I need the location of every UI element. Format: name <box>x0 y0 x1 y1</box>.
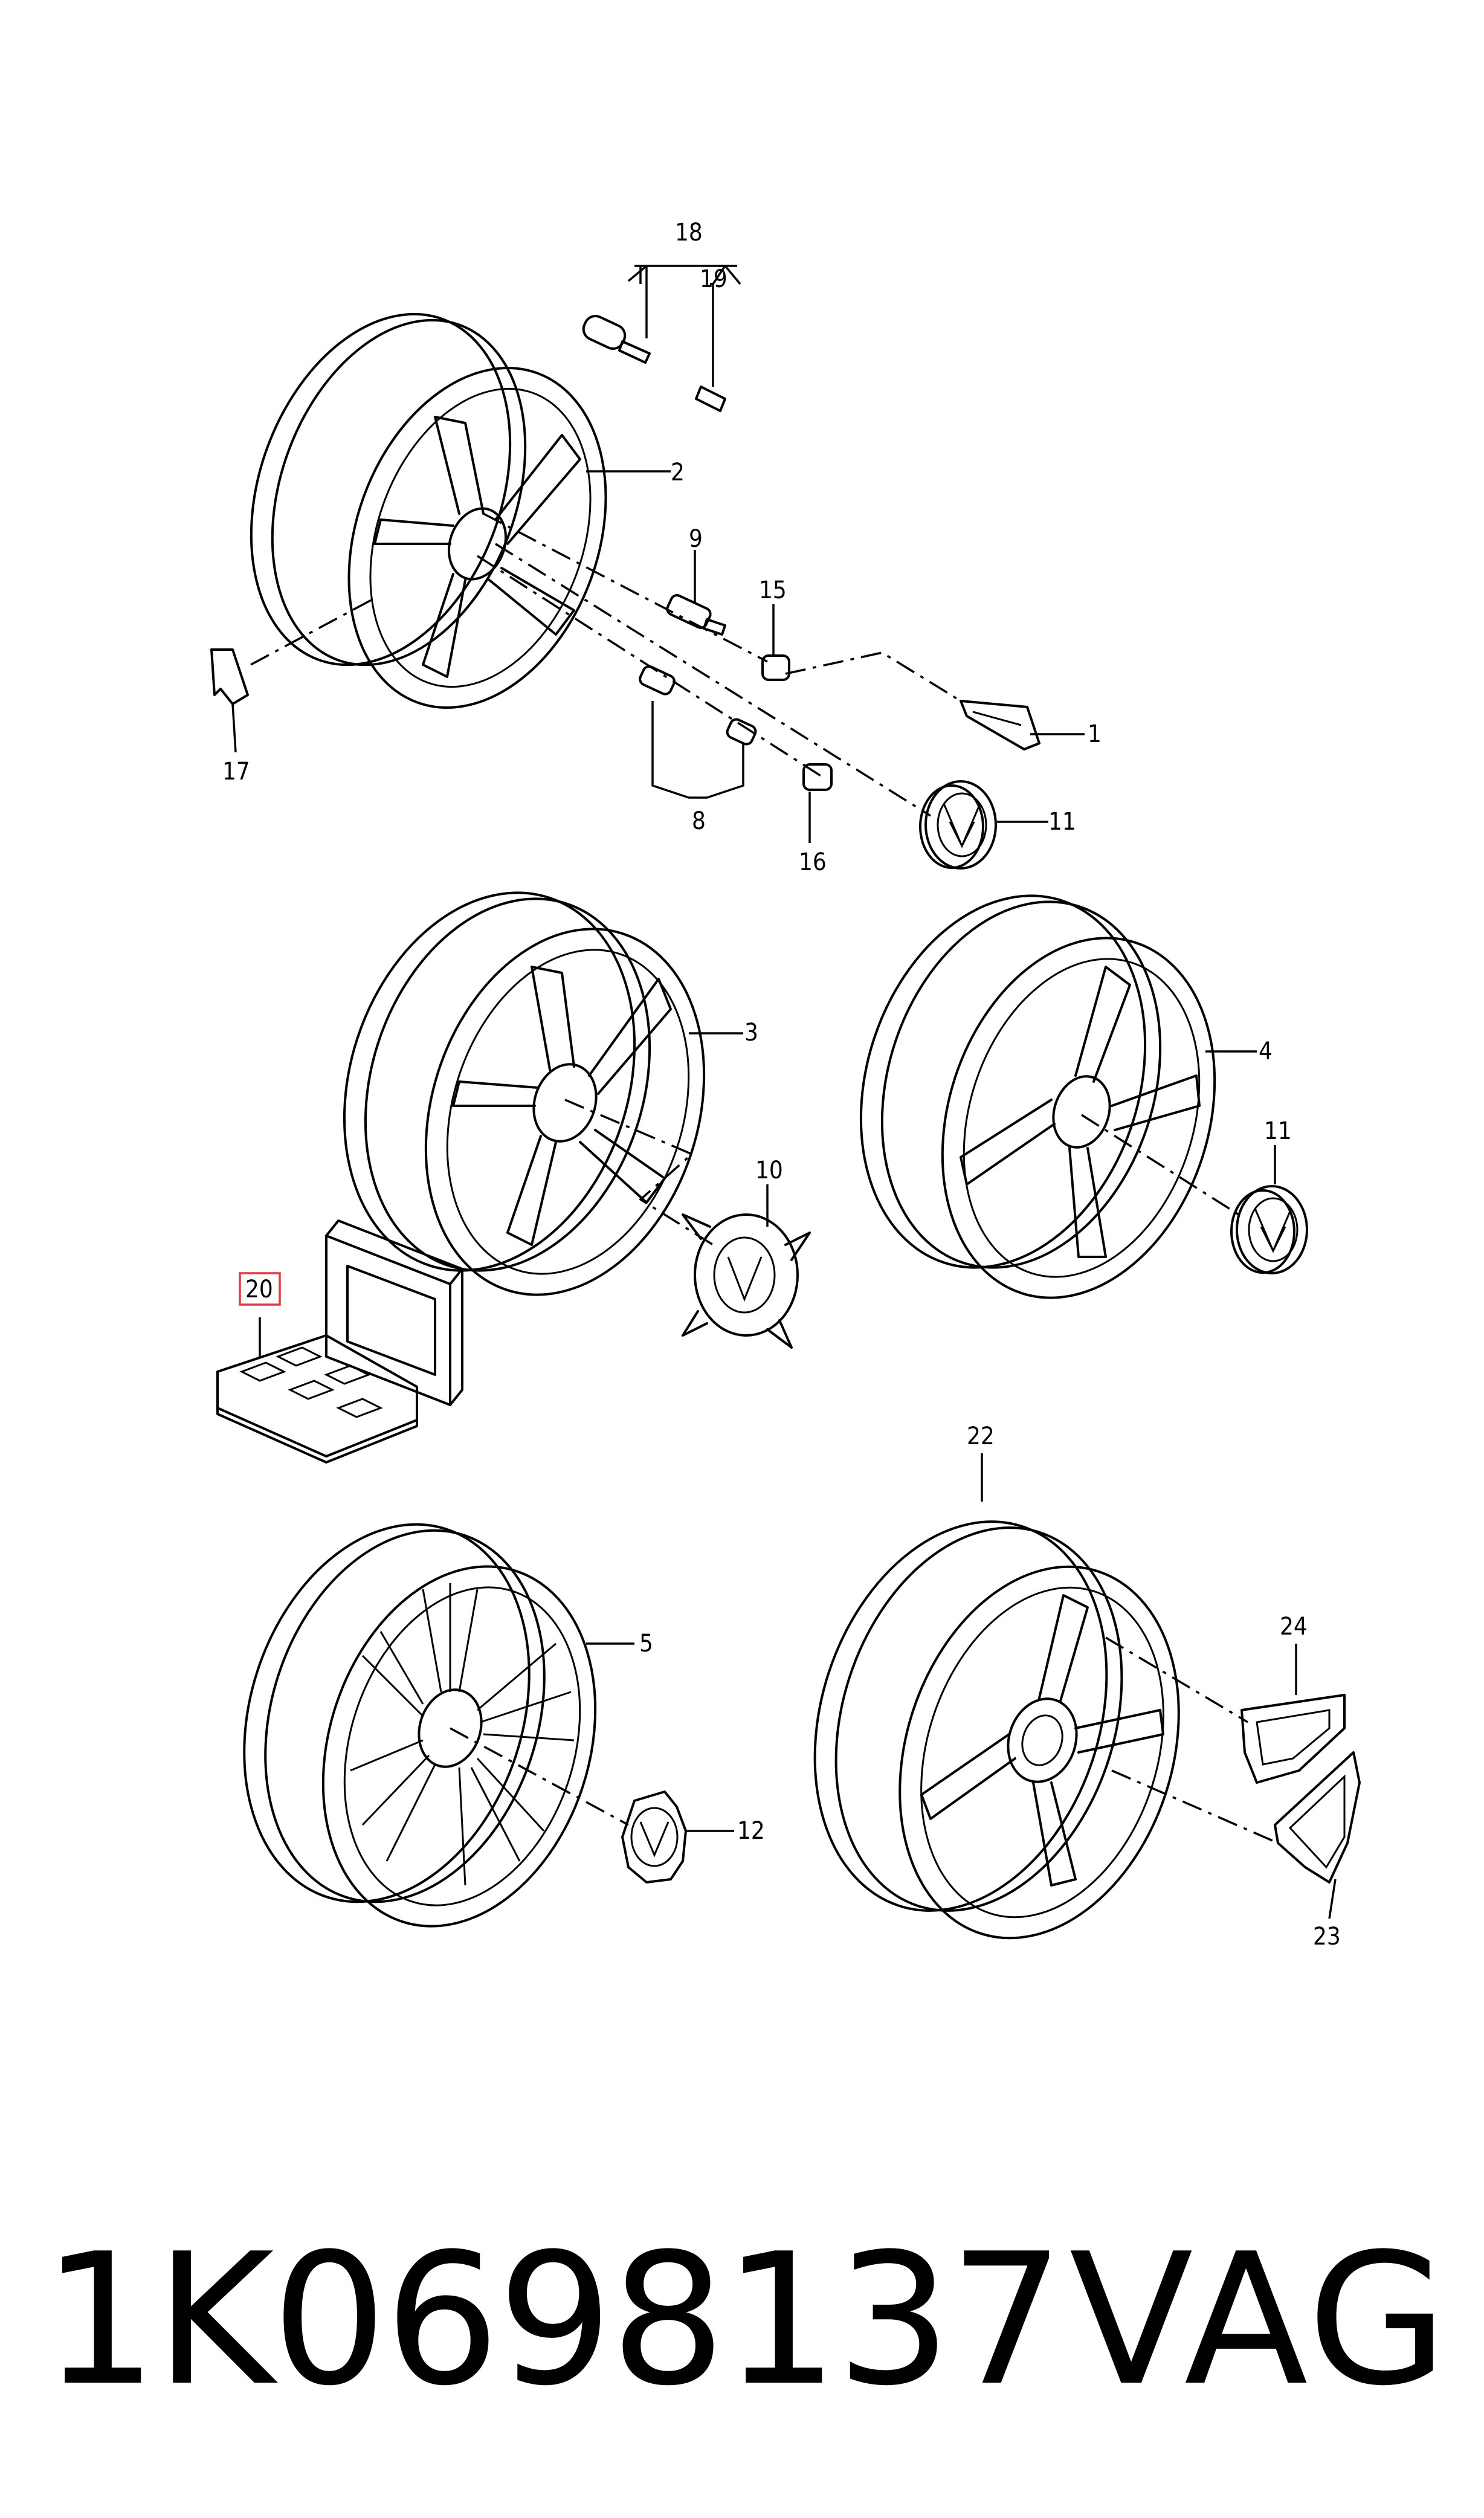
balance-weight-17 <box>210 648 249 705</box>
tool-case-20 <box>216 1219 463 1464</box>
callout-11b: 11 <box>1264 1117 1292 1145</box>
steel-wheel-22 <box>813 1520 1180 1940</box>
brand-label: VAG <box>1069 2215 1450 2426</box>
callout-3: 3 <box>744 1019 758 1047</box>
bolt-cover-24 <box>1240 1694 1346 1784</box>
bolt-cover-23 <box>1274 1751 1361 1884</box>
valve-cap-19 <box>695 386 726 412</box>
callout-16: 16 <box>799 848 827 876</box>
callout-17: 17 <box>222 758 250 786</box>
callout-1: 1 <box>1088 720 1102 748</box>
alloy-wheel-5 <box>243 1523 597 1928</box>
callout-4: 4 <box>1259 1038 1273 1065</box>
alloy-wheel-2 <box>250 312 607 709</box>
callout-20-box <box>239 1272 281 1306</box>
part-number: 1K0698137 <box>42 2215 1065 2426</box>
removal-tool-1 <box>960 700 1040 751</box>
alloy-wheel-3 <box>343 891 706 1296</box>
wheel-bolt-9 <box>666 594 726 636</box>
callout-10: 10 <box>755 1157 783 1184</box>
callout-19: 19 <box>700 265 727 293</box>
callout-18: 18 <box>675 219 703 247</box>
callout-20: 20 <box>245 1276 273 1303</box>
callout-labels: 18 19 2 9 15 1 17 8 11 16 3 4 10 11 20 2… <box>222 219 1341 1951</box>
callout-12: 12 <box>737 1817 765 1845</box>
callout-15: 15 <box>759 576 787 604</box>
callout-24: 24 <box>1280 1613 1308 1641</box>
callout-5: 5 <box>639 1630 653 1658</box>
callout-9: 9 <box>689 525 703 553</box>
leader-lines <box>231 265 1337 1919</box>
hub-cap-11-middle <box>1230 1185 1308 1274</box>
cap-16 <box>802 763 833 791</box>
hub-cap-10 <box>682 1213 811 1349</box>
callout-2: 2 <box>671 459 685 486</box>
callout-23: 23 <box>1313 1923 1341 1951</box>
hub-cap-11-top <box>919 780 997 870</box>
hub-cap-12 <box>621 1790 687 1884</box>
bolt-set-8 <box>639 665 757 746</box>
valve-18 <box>582 315 651 364</box>
callout-8: 8 <box>692 807 706 835</box>
alloy-wheel-4 <box>859 894 1216 1299</box>
cap-15 <box>761 654 790 681</box>
callout-11a: 11 <box>1048 808 1076 836</box>
footer: 1K0698137 VAG <box>42 2212 1450 2429</box>
callout-22: 22 <box>967 1422 995 1450</box>
